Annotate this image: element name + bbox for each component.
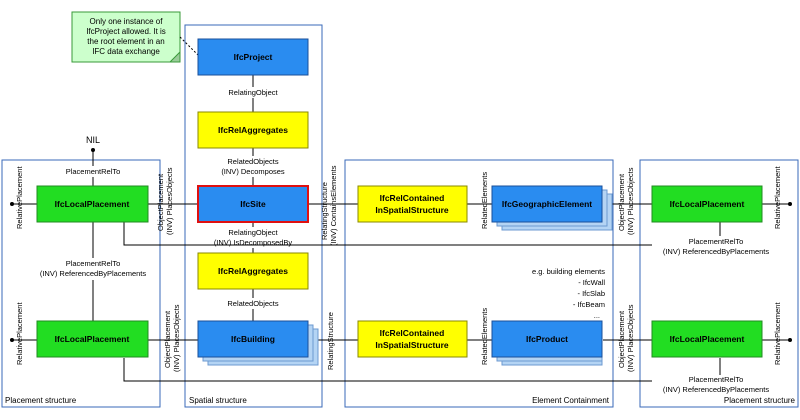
label-bg <box>208 227 298 248</box>
label-bg <box>214 156 292 177</box>
label-related-objects-top-1: RelatedObjects <box>227 157 279 166</box>
building-elements-line-3: - IfcSlab <box>577 289 605 298</box>
label-bg <box>652 236 782 258</box>
panel-title-spatial: Spatial structure <box>189 396 247 405</box>
nil-label: NIL <box>86 135 100 145</box>
ifc-rel-contained-top-label-1: IfcRelContained <box>380 193 445 203</box>
label-object-placement-right-top-1: ObjectPlacement <box>617 173 626 231</box>
ifc-rel-contained-top-box[interactable]: IfcRelContained InSpatialStructure <box>357 185 468 223</box>
ifc-rel-contained-bottom-label-1: IfcRelContained <box>380 328 445 338</box>
ifc-site-label: IfcSite <box>240 199 266 209</box>
connector-placement-rel-to-right-bottom <box>123 358 721 382</box>
label-object-placement-right-bottom-1: ObjectPlacement <box>617 310 626 368</box>
ifc-building-box[interactable]: IfcBuilding <box>197 320 319 366</box>
ifc-local-placement-left-bottom-label: IfcLocalPlacement <box>55 334 130 344</box>
ifc-rel-aggregates-bottom-label: IfcRelAggregates <box>218 266 288 276</box>
building-elements-line-1: e.g. building elements <box>532 267 605 276</box>
ifc-project-label: IfcProject <box>234 52 273 62</box>
ifc-building-label: IfcBuilding <box>231 334 275 344</box>
ifc-geographic-element-label: IfcGeographicElement <box>502 199 592 209</box>
placement-structure-right-panel <box>639 159 799 408</box>
label-bg <box>652 375 782 397</box>
label-object-placement-right-bottom-2: (INV) PlacesObjects <box>626 304 635 372</box>
ifc-project-note <box>71 11 181 63</box>
label-relative-placement-left-top: RelativePlacement <box>15 166 24 229</box>
ifc-rel-aggregates-top-box[interactable]: IfcRelAggregates <box>197 111 309 149</box>
label-relating-structure-top-1: RelatingStructure <box>320 182 329 240</box>
label-placement-rel-to-mid-2: (INV) ReferencedByPlacements <box>40 269 147 278</box>
relative-placement-dot <box>788 202 792 206</box>
building-elements-line-4: - IfcBeam <box>573 300 605 309</box>
ifc-local-placement-right-top-label: IfcLocalPlacement <box>670 199 745 209</box>
label-related-objects-top-2: (INV) Decomposes <box>221 167 285 176</box>
note-line-1: Only one instance of <box>90 17 164 26</box>
note-line-4: IFC data exchange <box>92 47 160 56</box>
note-line-2: IfcProject allowed. It is <box>86 27 166 36</box>
element-containment-panel <box>344 159 614 408</box>
ifc-project-box[interactable]: IfcProject <box>197 38 309 76</box>
ifc-rel-aggregates-bottom-box[interactable]: IfcRelAggregates <box>197 252 309 290</box>
relative-placement-dot <box>10 338 14 342</box>
label-bg <box>222 298 284 309</box>
label-relating-object-bottom-2: (INV) IsDecomposedBy <box>214 238 293 247</box>
label-relative-placement-right-top: RelativePlacement <box>773 166 782 229</box>
ifc-local-placement-left-bottom-box[interactable]: IfcLocalPlacement <box>36 320 149 358</box>
relative-placement-dot <box>788 338 792 342</box>
label-relating-object-bottom-1: RelatingObject <box>228 228 278 237</box>
label-relating-object-top: RelatingObject <box>228 88 278 97</box>
label-relative-placement-right-bottom: RelativePlacement <box>773 302 782 365</box>
label-related-objects-bottom: RelatedObjects <box>227 299 279 308</box>
panel-title-placement-left: Placement structure <box>5 396 77 405</box>
spatial-structure-panel <box>184 24 323 408</box>
label-relative-placement-left-bottom: RelativePlacement <box>15 302 24 365</box>
ifc-site-box[interactable]: IfcSite <box>197 185 309 223</box>
label-bg <box>224 87 282 98</box>
note-line-3: the root element in an <box>87 37 164 46</box>
ifc-local-placement-right-bottom-label: IfcLocalPlacement <box>670 334 745 344</box>
label-object-placement-left-bottom-1: ObjectPlacement <box>163 310 172 368</box>
label-related-elements-bottom: RelatedElements <box>480 308 489 365</box>
note-connector <box>179 36 199 56</box>
building-elements-line-5: ... <box>594 311 600 320</box>
relative-placement-dot <box>10 202 14 206</box>
panel-title-element-containment: Element Containment <box>532 396 610 405</box>
label-placement-rel-to-right-top-2: (INV) ReferencedByPlacements <box>663 247 770 256</box>
label-bg <box>32 258 154 280</box>
panel-title-placement-right: Placement structure <box>724 396 796 405</box>
ifc-rel-contained-bottom-label-2: InSpatialStructure <box>375 340 448 350</box>
ifc-rel-aggregates-top-label: IfcRelAggregates <box>218 125 288 135</box>
connector-placement-rel-to-right-top <box>123 222 721 246</box>
note-fold-corner <box>168 50 181 63</box>
placement-structure-left-panel <box>1 159 161 408</box>
ifc-rel-contained-top-label-2: InSpatialStructure <box>375 205 448 215</box>
label-placement-rel-to-mid-1: PlacementRelTo <box>66 259 121 268</box>
ifc-geographic-element-box[interactable]: IfcGeographicElement <box>491 185 613 231</box>
ifc-local-placement-right-top-box[interactable]: IfcLocalPlacement <box>651 185 763 223</box>
label-placement-rel-to-right-top-1: PlacementRelTo <box>689 237 744 246</box>
label-related-elements-top: RelatedElements <box>480 172 489 229</box>
ifc-product-label: IfcProduct <box>526 334 568 344</box>
ifc-local-placement-left-top-box[interactable]: IfcLocalPlacement <box>36 185 149 223</box>
label-placement-rel-to-right-bottom-2: (INV) ReferencedByPlacements <box>663 385 770 394</box>
ifc-product-box[interactable]: IfcProduct <box>491 320 603 366</box>
label-object-placement-left-top-1: ObjectPlacement <box>156 173 165 231</box>
ifc-local-placement-right-bottom-box[interactable]: IfcLocalPlacement <box>651 320 763 358</box>
label-relating-structure-bottom: RelatingStructure <box>326 312 335 370</box>
label-placement-rel-to-right-bottom-1: PlacementRelTo <box>689 375 744 384</box>
label-object-placement-left-bottom-2: (INV) PlacesObjects <box>172 304 181 372</box>
label-object-placement-right-top-2: (INV) PlacesObjects <box>626 167 635 235</box>
label-placement-rel-to-top: PlacementRelTo <box>66 167 121 176</box>
ifc-rel-contained-bottom-box[interactable]: IfcRelContained InSpatialStructure <box>357 320 468 358</box>
ifc-local-placement-left-top-label: IfcLocalPlacement <box>55 199 130 209</box>
label-object-placement-left-top-2: (INV) PlacesObjects <box>165 167 174 235</box>
label-bg <box>60 166 126 177</box>
label-relating-structure-top-2: (INV) ContainsElements <box>329 165 338 246</box>
building-elements-line-2: - IfcWall <box>578 278 605 287</box>
